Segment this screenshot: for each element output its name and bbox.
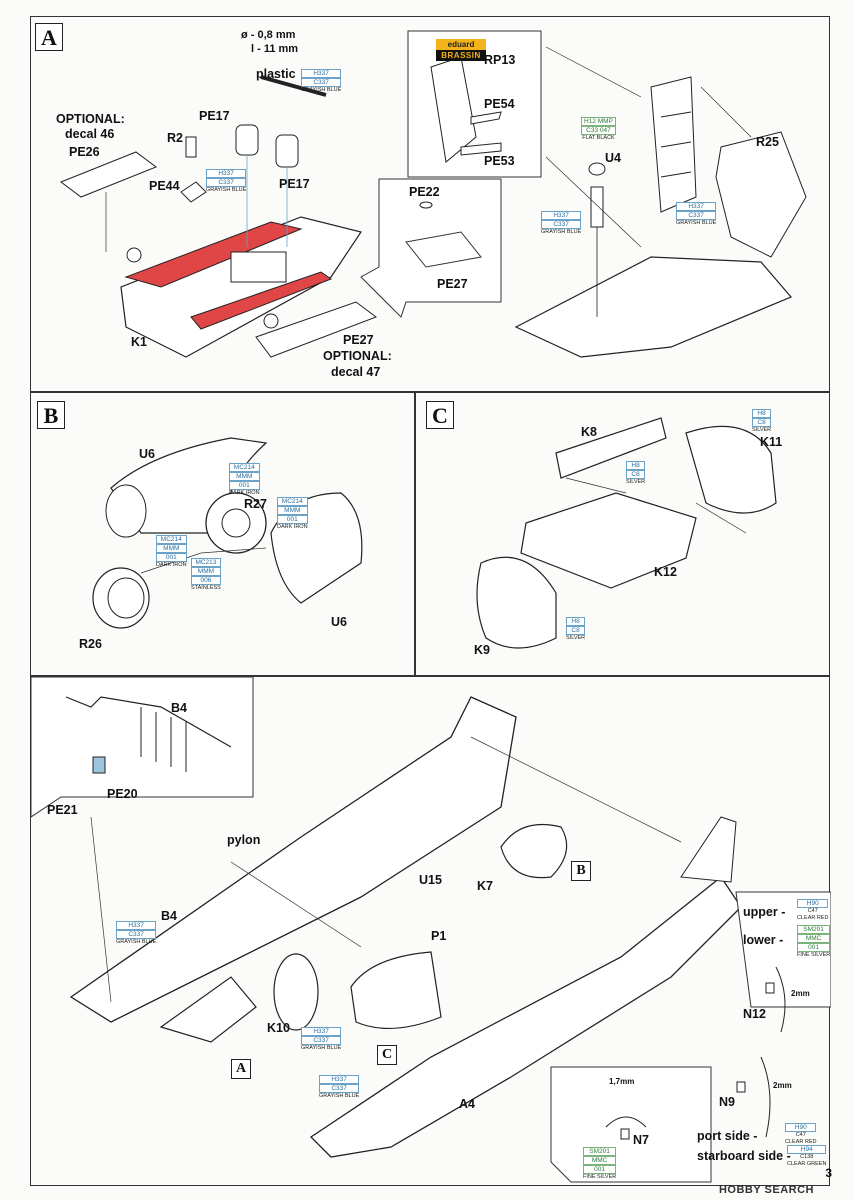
part-k9: K9 [474,643,490,657]
paint-callout-lower: SM201 MMC 001 FINE SILVER [797,925,831,958]
paint-callout-n7: SM201 MMC 001 FINE SILVER [583,1147,617,1180]
paint-callout-mc214-a: MC214 MMM 001 DARK IRON [229,463,260,496]
optional-decal-46-line2: decal 46 [65,127,115,141]
part-pe27-bottom: PE27 [343,333,374,347]
part-u6-bottom: U6 [331,615,347,629]
part-pe54: PE54 [484,97,515,111]
part-k12: K12 [654,565,677,579]
part-pe20: PE20 [107,787,138,801]
part-u15: U15 [419,873,442,887]
optional-decal-47-line2: decal 47 [331,365,381,379]
paint-callout-k1: H337 C337 GRAYISH BLUE [206,169,247,193]
part-pe26: PE26 [69,145,100,159]
part-k11: K11 [760,435,783,449]
panel-main-assembly: B4 PE20 PE21 pylon B4 H337 C337 GRAYISH … [30,676,831,1186]
paint-callout-u4-top: H12 MMP C33 047 FLAT BLACK [581,117,616,141]
part-pe22: PE22 [409,185,440,199]
n9-dimension: 2mm [773,1081,792,1090]
ref-badge-c: C [377,1045,397,1065]
paint-callout-mc214-c: MC214 MMM 001 DARK IRON [156,535,187,568]
step-c-drawing [476,417,777,649]
n12-dimension: 2mm [791,989,810,998]
panel-step-c: C K8 H8 C8 SILVER K11 H8 C8 SILVER K12 H… [415,392,830,676]
rod-length-label: l - 11 mm [251,43,299,55]
part-n12: N12 [743,1007,766,1021]
page-number: 3 [825,1166,832,1180]
upper-label: upper - [743,905,786,919]
step-a-drawing [59,30,807,358]
ref-badge-a: A [231,1059,251,1079]
part-pe21: PE21 [47,803,78,817]
part-pe17-right: PE17 [279,177,310,191]
optional-decal-46-line1: OPTIONAL: [56,112,125,126]
part-pe44: PE44 [149,179,180,193]
part-u4: U4 [605,151,621,165]
pylon-label: pylon [227,833,261,847]
paint-callout-a4: H337 C337 GRAYISH BLUE [319,1075,360,1099]
paint-callout-r25: H337 C337 GRAYISH BLUE [676,202,717,226]
optional-decal-47-line1: OPTIONAL: [323,349,392,363]
part-u6-top: U6 [139,447,155,461]
step-a-badge: A [35,23,63,51]
paint-callout-u4: H337 C337 GRAYISH BLUE [541,211,582,235]
paint-callout-b4: H337 C337 GRAYISH BLUE [116,921,157,945]
part-b4-inset: B4 [171,701,187,715]
paint-callout-k9: H8 C8 SILVER [566,617,586,641]
n7-dimension: 1,7mm [609,1077,635,1086]
paint-callout-starboard: H94 C138 CLEAR GREEN [787,1145,827,1167]
panel-step-a: A ø - 0,8 mm l - 11 mm plastic H337 C337… [30,16,830,392]
part-k1: K1 [131,335,147,349]
part-k8: K8 [581,425,597,439]
part-r25: R25 [756,135,779,149]
part-pe53: PE53 [484,154,515,168]
port-side-label: port side - [697,1129,758,1143]
paint-callout-port: H90 C47 CLEAR RED [785,1123,817,1145]
step-b-badge: B [37,401,65,429]
part-pe17-top: PE17 [199,109,230,123]
part-rp13: RP13 [484,53,516,67]
part-r27: R27 [244,497,267,511]
lower-label: lower - [743,933,784,947]
part-r2: R2 [167,131,183,145]
part-p1: P1 [431,929,447,943]
part-n9: N9 [719,1095,735,1109]
rod-diameter-label: ø - 0,8 mm [241,29,296,41]
paint-callout-upper: H90 C47 CLEAR RED [797,899,829,921]
panel-step-b: B U6 MC214 MMM 001 DARK IRON R27 MC214 M… [30,392,415,676]
paint-callout-k8: H8 C8 SILVER [626,461,646,485]
main-assembly-drawing [31,677,831,1183]
part-a4: A4 [459,1097,475,1111]
part-k10: K10 [267,1021,290,1035]
part-pe27-inset: PE27 [437,277,468,291]
paint-callout-k11: H8 C8 SILVER [752,409,772,433]
paint-callout-k10: H337 C337 GRAYISH BLUE [301,1027,342,1051]
part-k7: K7 [477,879,493,893]
eduard-brassin-logo: eduard BRASSIN [436,39,486,61]
paint-callout-plastic: H337 C337 GRAYISH BLUE [301,69,342,93]
part-n7: N7 [633,1133,649,1147]
part-b4: B4 [161,909,177,923]
paint-callout-mc213: MC213 MMM 006 STAINLESS [191,558,221,591]
paint-callout-mc214-b: MC214 MMM 001 DARK IRON [277,497,308,530]
hobby-search-watermark: HOBBY SEARCH [718,1184,814,1196]
starboard-side-label: starboard side - [697,1149,791,1163]
step-b-drawing [92,437,363,629]
plastic-label: plastic [256,67,296,81]
step-c-badge: C [426,401,454,429]
ref-badge-b: B [571,861,591,881]
part-r26: R26 [79,637,102,651]
